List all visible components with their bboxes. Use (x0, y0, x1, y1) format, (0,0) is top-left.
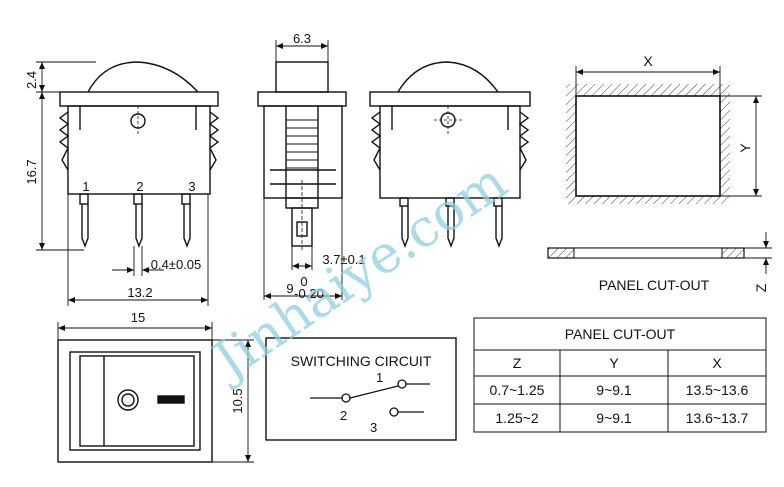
off-mark (157, 395, 185, 404)
top-width-label: 15 (131, 310, 145, 325)
pin-2 (135, 204, 143, 248)
table-cell: 9~9.1 (596, 382, 632, 398)
rocker-actuator (87, 61, 199, 93)
table-cell: 13.5~13.6 (686, 382, 749, 398)
table-header-y: Y (609, 355, 619, 371)
right-clip (208, 111, 220, 171)
terminal-3-label: 3 (370, 420, 377, 435)
y-label: Y (737, 143, 753, 153)
table-cell: 1.25~2 (495, 410, 538, 426)
end-flange (257, 91, 347, 107)
circuit-title: SWITCHING CIRCUIT (291, 353, 432, 369)
table-cell: 13.6~13.7 (686, 410, 749, 426)
side-view-2 (369, 61, 531, 248)
pin-width-label: 3.7±0.1 (322, 252, 365, 267)
end-view (257, 61, 347, 250)
panel-cutout-drawing (547, 66, 772, 274)
pin-3 (183, 204, 191, 248)
table-title: PANEL CUT-OUT (565, 326, 676, 342)
top-flange (59, 91, 219, 107)
pin-span-label: 13.2 (127, 285, 152, 300)
panel-caption: PANEL CUT-OUT (599, 277, 710, 293)
pin-2-label: 2 (136, 179, 143, 194)
top-view (57, 339, 213, 463)
body-width-tol-lower: -0.20 (294, 286, 324, 301)
terminal-2-label: 2 (340, 408, 347, 423)
x-label: X (643, 53, 653, 69)
bezel-outer (57, 339, 213, 463)
cutout-opening (575, 95, 721, 197)
height-body-label: 16.7 (24, 159, 39, 184)
top-height-label: 10.5 (230, 388, 245, 413)
pin-thickness-label: 0.4±0.05 (151, 257, 202, 272)
table-cell: 9~9.1 (596, 410, 632, 426)
table-header-x: X (712, 355, 722, 371)
table-cell: 0.7~1.25 (490, 382, 545, 398)
pin-1 (81, 204, 89, 248)
pin-1-label: 1 (82, 179, 89, 194)
terminal-1-label: 1 (376, 370, 383, 385)
left-clip (58, 111, 70, 171)
pin-3-label: 3 (188, 179, 195, 194)
body-width-tol-upper: 0 (300, 274, 307, 289)
actuator-end (275, 61, 329, 93)
rocker-face (79, 355, 195, 447)
body-width-label: 9 (286, 281, 293, 296)
switch-blade (349, 385, 399, 399)
side-view (58, 61, 220, 248)
z-label: Z (753, 283, 769, 292)
height-top-label: 2.4 (24, 71, 39, 89)
switching-circuit (265, 337, 457, 441)
table-header-z: Z (513, 355, 522, 371)
panel-cutout-table (473, 317, 767, 433)
indicator-circle (117, 389, 139, 411)
width-top-label: 6.3 (293, 31, 311, 46)
